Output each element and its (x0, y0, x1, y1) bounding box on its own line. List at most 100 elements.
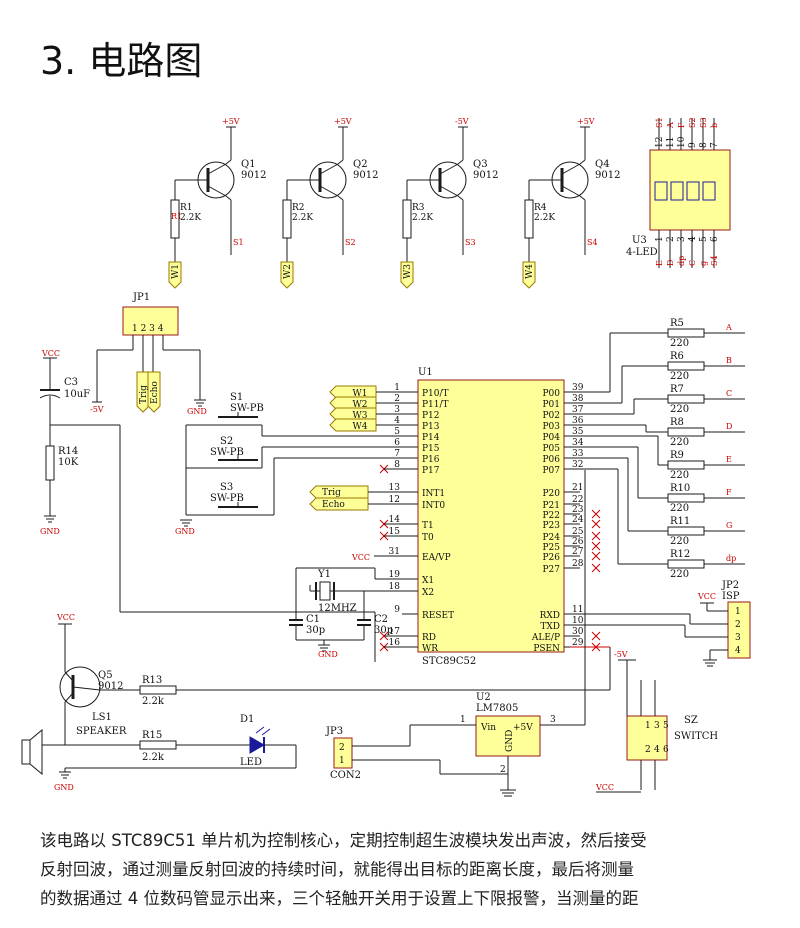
pin-name: TXD (540, 622, 560, 632)
pin-name: P15 (422, 444, 440, 454)
ref-label: R13 (142, 675, 162, 686)
svg-text:1 2 3 4: 1 2 3 4 (132, 324, 164, 334)
net-label: S1 (233, 238, 244, 247)
pin-number: 10 (572, 616, 584, 626)
value-label: 2.2K (180, 213, 201, 223)
pin-number: 5 (394, 427, 400, 437)
ref-label: R3 (412, 203, 425, 213)
pin-number: 21 (572, 483, 583, 493)
digit-driver-q4: +5V R4 2.2K Q4 9012 S4 W4 (522, 117, 620, 289)
pin-number: 7 (394, 449, 400, 459)
pin-number: 38 (572, 394, 584, 404)
value-label: LED (240, 757, 262, 768)
pin-number: 6 (710, 236, 720, 242)
pin-number: 33 (572, 449, 584, 459)
pin-number: 1 (655, 236, 665, 242)
pin-name: P02 (542, 411, 560, 421)
svg-text:1: 1 (645, 721, 651, 731)
ref-label: C1 (306, 614, 320, 625)
ref-label: C2 (374, 614, 388, 625)
vcc-label: VCC (56, 613, 75, 622)
value-label: 220 (670, 437, 689, 448)
net-label: S2 (345, 238, 356, 247)
ref-label: S1 (230, 392, 243, 403)
net-tag-trig: Trig (322, 488, 341, 498)
pin-number: 22 (572, 495, 583, 505)
value-label: 9012 (595, 170, 620, 181)
pin-number: 28 (572, 559, 584, 569)
resistor (667, 493, 705, 503)
crystal-oscillator: Y1 12MHZ C1 30p C2 30p GND (289, 567, 410, 659)
gnd-label: GND (54, 783, 74, 792)
pin-name: P17 (422, 466, 440, 476)
pin-name: P11/T (422, 400, 449, 410)
value-label: SW-PB (210, 447, 244, 458)
value-label: 9012 (241, 170, 266, 181)
pin-number: 36 (572, 416, 584, 426)
pin-number: 13 (389, 483, 401, 493)
reset-network: VCC C3 10uF R14 10K GND (39, 349, 376, 662)
pin-number: 19 (389, 570, 401, 580)
paragraph-line: 反射回波，通过测量反射回波的持续时间，就能得出目标的距离长度，最后将测量 (40, 860, 634, 879)
supply-label: +5V (334, 117, 352, 126)
value-label: 30p (306, 625, 325, 636)
pin-name: WR (422, 644, 438, 654)
pin-number: 39 (572, 383, 584, 393)
pin-name: T1 (422, 521, 434, 531)
pin-name: INT0 (422, 501, 445, 511)
pin-number: 32 (572, 460, 583, 470)
net-tag-w4: W4 (353, 422, 368, 432)
svg-text:2: 2 (339, 743, 345, 753)
pin-number: 1 (394, 383, 400, 393)
pin-label: GND (505, 730, 515, 752)
value-label: 220 (670, 503, 689, 514)
net-label: S4 (710, 255, 719, 266)
value-label: 220 (670, 404, 689, 415)
ref-label: U1 (418, 367, 433, 378)
pin-number: 2 (666, 236, 676, 242)
pin-name: P26 (542, 553, 560, 563)
pin-number: 9 (688, 142, 698, 148)
resistor (667, 394, 705, 404)
ref-label: D1 (240, 714, 254, 725)
pin-number: 27 (572, 547, 584, 557)
supply-label: -5V (90, 405, 104, 414)
ref-label: R14 (58, 446, 78, 457)
value-label: 10uF (64, 389, 90, 400)
net-tag-w2: W2 (283, 264, 293, 279)
pin-name: P00 (542, 389, 560, 399)
net-label: S3 (465, 238, 476, 247)
pin-name: P16 (422, 455, 440, 465)
segment-resistors: R5220AR6220BR7220CR8220DR9220ER10220FR11… (580, 318, 745, 580)
net-label: D (726, 422, 732, 431)
pin-name: P13 (422, 422, 440, 432)
ref-label: R2 (292, 203, 305, 213)
svg-text:3: 3 (735, 633, 741, 643)
net-label: G (726, 521, 732, 530)
value-label: 4-LED (626, 247, 658, 258)
value-label: 220 (670, 371, 689, 382)
pin-number: 10 (677, 136, 687, 148)
ref-label: R9 (670, 450, 684, 461)
mcu-u1: U1 1P10/T2P11/T3P124P135P146P157P168P171… (309, 367, 601, 667)
pin-number: 2 (394, 394, 400, 404)
value-label: 220 (670, 569, 689, 580)
ref-label: JP2 (721, 580, 739, 591)
value-label: 30p (374, 625, 393, 636)
pin-number: 29 (572, 638, 584, 648)
net-tag-echo: Echo (150, 381, 160, 404)
pin-number: 26 (572, 537, 584, 547)
pin-number: 16 (389, 638, 401, 648)
net-label: S3 (699, 117, 708, 128)
net-tag-w4: W4 (525, 264, 535, 279)
resistor (667, 526, 705, 536)
ref-label: Q1 (241, 159, 256, 170)
supply-label: +5V (577, 117, 595, 126)
value-label: 220 (670, 338, 689, 349)
net-label: C (726, 389, 732, 398)
pin-name: P12 (422, 411, 440, 421)
power-supply: U2 LM7805 Vin +5V GND 1 3 2 JP3 21 CON2 … (325, 470, 718, 797)
svg-text:1: 1 (735, 607, 741, 617)
net-label: g (699, 261, 708, 266)
value-label: 2.2k (142, 752, 165, 763)
